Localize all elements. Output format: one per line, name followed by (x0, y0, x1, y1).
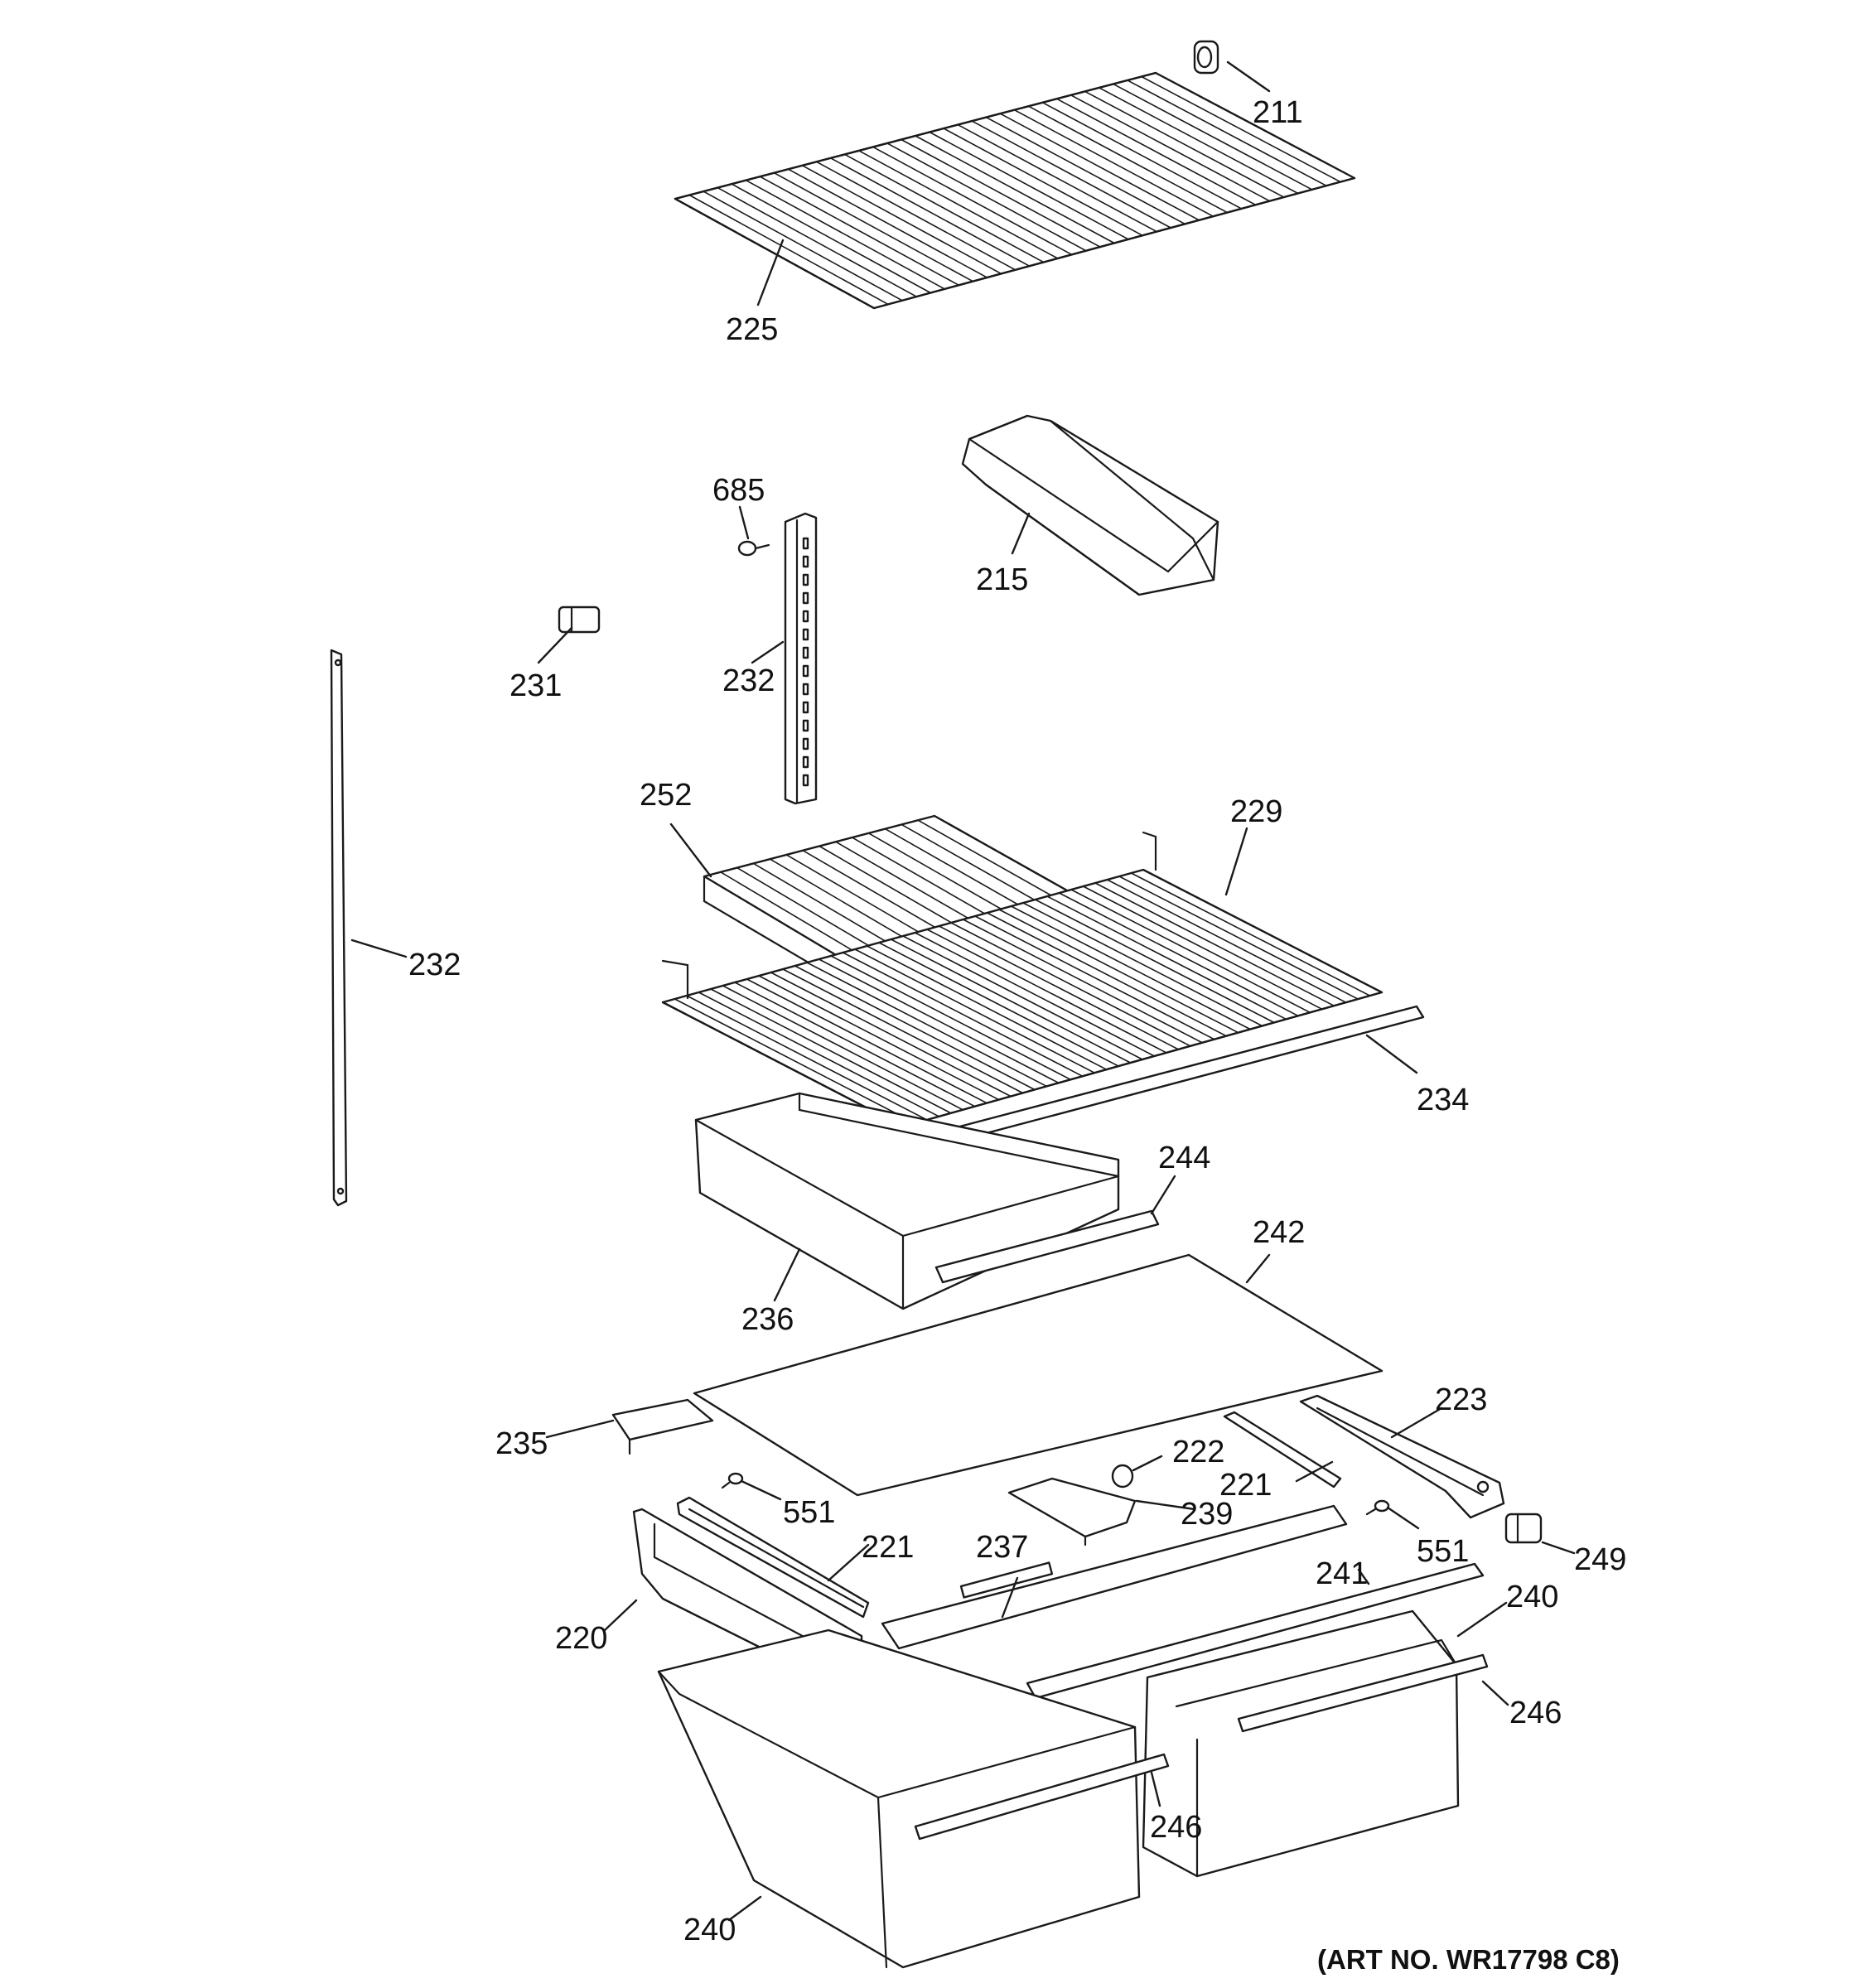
drawer-240-left-part[interactable] (657, 1629, 1141, 1969)
rail-slot (802, 737, 809, 750)
shelf-rail-right-part[interactable] (784, 512, 818, 805)
callout-211: 211 (1253, 95, 1303, 130)
screw-551-right-part[interactable] (1365, 1499, 1390, 1516)
pan-trim-244-part[interactable] (934, 1209, 1160, 1284)
callout-236: 236 (741, 1302, 794, 1337)
leader-lines (350, 60, 1576, 1922)
shelf-stop-part[interactable] (1193, 40, 1219, 75)
rail-slot (802, 719, 809, 732)
callout-221-right: 221 (1219, 1468, 1272, 1503)
rail-slot (802, 537, 809, 550)
roller-222-part[interactable] (1111, 1464, 1134, 1489)
art-number: (ART NO. WR17798 C8) (1317, 1944, 1620, 1975)
callout-252: 252 (640, 778, 692, 813)
callout-246-left: 246 (1150, 1810, 1202, 1845)
rail-241-part[interactable] (1026, 1562, 1485, 1700)
screw-551-left-part[interactable] (721, 1472, 744, 1489)
rail-slot (802, 610, 809, 623)
cross-bar-221-right-part[interactable] (1223, 1411, 1342, 1489)
wire-shelf-top-part[interactable] (674, 71, 1356, 310)
support-bracket-223-part[interactable] (1299, 1394, 1505, 1519)
center-bracket-239-part[interactable] (1007, 1477, 1137, 1546)
callout-240-left: 240 (683, 1913, 736, 1947)
rail-slot (802, 683, 809, 696)
callout-220: 220 (555, 1621, 607, 1656)
callout-labels: 211 225 685 215 231 232 232 252 229 234 … (408, 95, 1626, 1947)
rail-slot (802, 664, 809, 678)
rail-slot (802, 628, 809, 641)
glass-shelf-part[interactable] (693, 1253, 1384, 1497)
rail-slot (802, 755, 809, 769)
callout-551-right: 551 (1417, 1534, 1469, 1569)
screw-685-part[interactable] (737, 540, 770, 557)
handle-246-left-part[interactable] (914, 1753, 1170, 1841)
callout-229: 229 (1230, 794, 1282, 829)
callout-215: 215 (976, 562, 1028, 597)
storage-bin-part[interactable] (961, 414, 1219, 596)
callout-235: 235 (495, 1426, 548, 1461)
callout-551-left: 551 (783, 1495, 835, 1530)
rail-slot (802, 555, 809, 568)
meat-pan-part[interactable] (694, 1092, 1120, 1310)
rail-slot (802, 573, 809, 586)
callout-223: 223 (1435, 1382, 1487, 1417)
callout-221-left: 221 (862, 1530, 914, 1565)
clip-231-part[interactable] (558, 606, 601, 634)
callout-249: 249 (1574, 1542, 1626, 1577)
rail-221-left-part[interactable] (676, 1496, 870, 1619)
callout-232-left: 232 (408, 948, 461, 982)
callout-239: 239 (1181, 1497, 1233, 1532)
callout-244: 244 (1158, 1141, 1210, 1175)
callout-242: 242 (1253, 1215, 1305, 1250)
rail-slot (802, 701, 809, 714)
shelf-rail-left-part[interactable] (330, 649, 348, 1207)
callout-685: 685 (712, 473, 765, 508)
callout-222: 222 (1172, 1435, 1224, 1469)
callout-237: 237 (976, 1530, 1028, 1565)
callout-231: 231 (509, 668, 562, 703)
rail-slot (802, 774, 809, 787)
handle-246-right-part[interactable] (1237, 1653, 1489, 1733)
rail-slot (802, 591, 809, 605)
cam-249-part[interactable] (1504, 1513, 1543, 1544)
callout-240-right: 240 (1506, 1580, 1558, 1614)
rail-slot (802, 646, 809, 659)
bracket-235-part[interactable] (611, 1398, 714, 1455)
callout-232-right: 232 (722, 663, 775, 698)
callout-241: 241 (1316, 1556, 1368, 1591)
front-rail-237-part[interactable] (881, 1504, 1348, 1650)
callout-234: 234 (1417, 1083, 1469, 1117)
callout-225: 225 (726, 312, 778, 347)
callout-246-right: 246 (1509, 1696, 1562, 1730)
drawer-240-right-part[interactable] (1142, 1609, 1460, 1878)
